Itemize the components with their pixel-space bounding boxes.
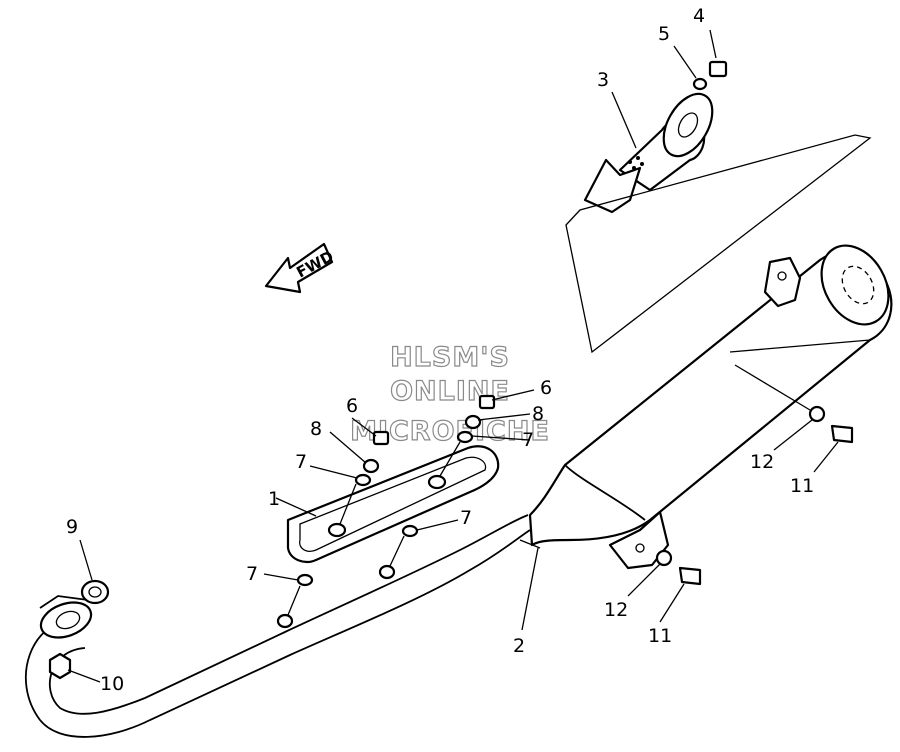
callout-10: 10 <box>100 673 124 695</box>
guide-lines <box>519 134 872 549</box>
callout-2: 2 <box>513 635 525 657</box>
bolt-6b <box>478 394 496 410</box>
callout-7c: 7 <box>460 507 472 529</box>
nut-8b <box>464 414 482 430</box>
washer-12a <box>808 405 826 423</box>
callout-4: 4 <box>693 5 705 27</box>
nut-8a <box>362 458 380 474</box>
callout-11a: 11 <box>790 475 814 497</box>
nut-10 <box>48 652 72 680</box>
hardware <box>48 60 854 680</box>
header-flange <box>39 601 93 639</box>
callout-8a: 8 <box>310 418 322 440</box>
callout-3: 3 <box>597 69 609 91</box>
callout-12a: 12 <box>750 451 774 473</box>
callout-1: 1 <box>268 488 280 510</box>
callout-6a: 6 <box>346 395 358 417</box>
callout-7b: 7 <box>522 429 534 451</box>
callout-5: 5 <box>658 23 670 45</box>
muffler <box>528 244 893 570</box>
grommet-a <box>378 564 396 580</box>
gasket-9 <box>80 579 110 605</box>
exhaust-pipe <box>24 514 531 738</box>
callout-6b: 6 <box>540 377 552 399</box>
baffle-assembly <box>583 92 714 214</box>
washer-5 <box>692 77 708 91</box>
callout-7a: 7 <box>295 451 307 473</box>
bolt-4 <box>708 60 728 78</box>
bolt-11a <box>830 424 854 444</box>
callouts: 4 5 3 6 6 8 8 7 7 1 7 9 7 10 2 12 11 12 … <box>66 5 814 695</box>
washer-7c <box>401 524 419 538</box>
callout-11b: 11 <box>648 625 672 647</box>
callout-8b: 8 <box>532 403 544 425</box>
bolt-11b <box>678 566 702 586</box>
washer-7a <box>354 473 372 487</box>
washer-7b <box>456 430 474 444</box>
bolt-6a <box>372 430 390 446</box>
callout-12b: 12 <box>604 599 628 621</box>
callout-7d: 7 <box>246 563 258 585</box>
callout-9: 9 <box>66 516 78 538</box>
washer-7d <box>296 573 314 587</box>
leader-lines <box>67 29 839 683</box>
heat-protector <box>286 445 500 564</box>
watermark-line-1: HLSM'S <box>390 342 510 373</box>
fwd-arrow: FWD <box>264 242 337 294</box>
grommet-b <box>276 613 294 629</box>
washer-12b <box>655 549 673 567</box>
